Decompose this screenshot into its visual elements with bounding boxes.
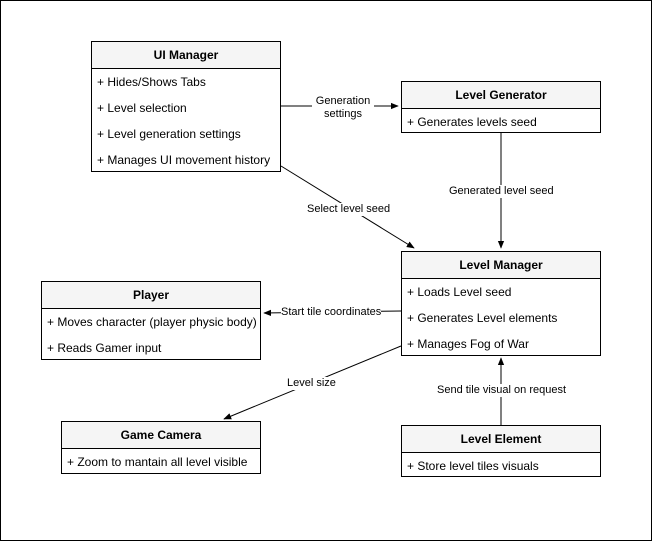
ui-manager-title: UI Manager — [92, 42, 280, 69]
edge-label-generation-settings: Generation settings — [312, 95, 374, 121]
player-box: Player + Moves character (player physic … — [41, 281, 261, 360]
game-camera-method: + Zoom to mantain all level visible — [67, 455, 248, 469]
game-camera-title: Game Camera — [62, 422, 260, 449]
level-generator-title: Level Generator — [402, 82, 600, 109]
level-element-method: + Store level tiles visuals — [407, 459, 539, 473]
ui-manager-method: + Manages UI movement history — [97, 153, 271, 167]
ui-manager-method: + Level selection — [97, 101, 187, 115]
edge-label-level-size: Level size — [287, 377, 336, 390]
ui-manager-method: + Level generation settings — [97, 127, 241, 141]
level-generator-box: Level Generator + Generates levels seed — [401, 81, 601, 133]
game-camera-box: Game Camera + Zoom to mantain all level … — [61, 421, 261, 474]
edge-label-generated-level-seed: Generated level seed — [449, 185, 554, 198]
ui-manager-method: + Hides/Shows Tabs — [97, 75, 206, 89]
player-method: + Moves character (player physic body) — [47, 315, 257, 329]
level-element-title: Level Element — [402, 426, 600, 453]
edge-label-send-tile-visual: Send tile visual on request — [437, 384, 567, 397]
edge-label-start-tile-coordinates: Start tile coordinates — [281, 306, 382, 319]
level-manager-title: Level Manager — [402, 252, 600, 279]
player-title: Player — [42, 282, 260, 309]
edge-label-line: settings — [324, 108, 362, 120]
ui-manager-box: UI Manager + Hides/Shows Tabs + Level se… — [91, 41, 281, 172]
level-manager-method: + Loads Level seed — [407, 285, 512, 299]
edge-label-line: Generation — [315, 95, 371, 107]
level-manager-method: + Manages Fog of War — [407, 337, 529, 351]
level-element-box: Level Element + Store level tiles visual… — [401, 425, 601, 477]
player-method: + Reads Gamer input — [47, 341, 162, 355]
level-generator-method: + Generates levels seed — [407, 115, 537, 129]
level-manager-method: + Generates Level elements — [407, 311, 558, 325]
edge-label-select-level-seed: Select level seed — [307, 203, 391, 216]
level-manager-box: Level Manager + Loads Level seed + Gener… — [401, 251, 601, 356]
